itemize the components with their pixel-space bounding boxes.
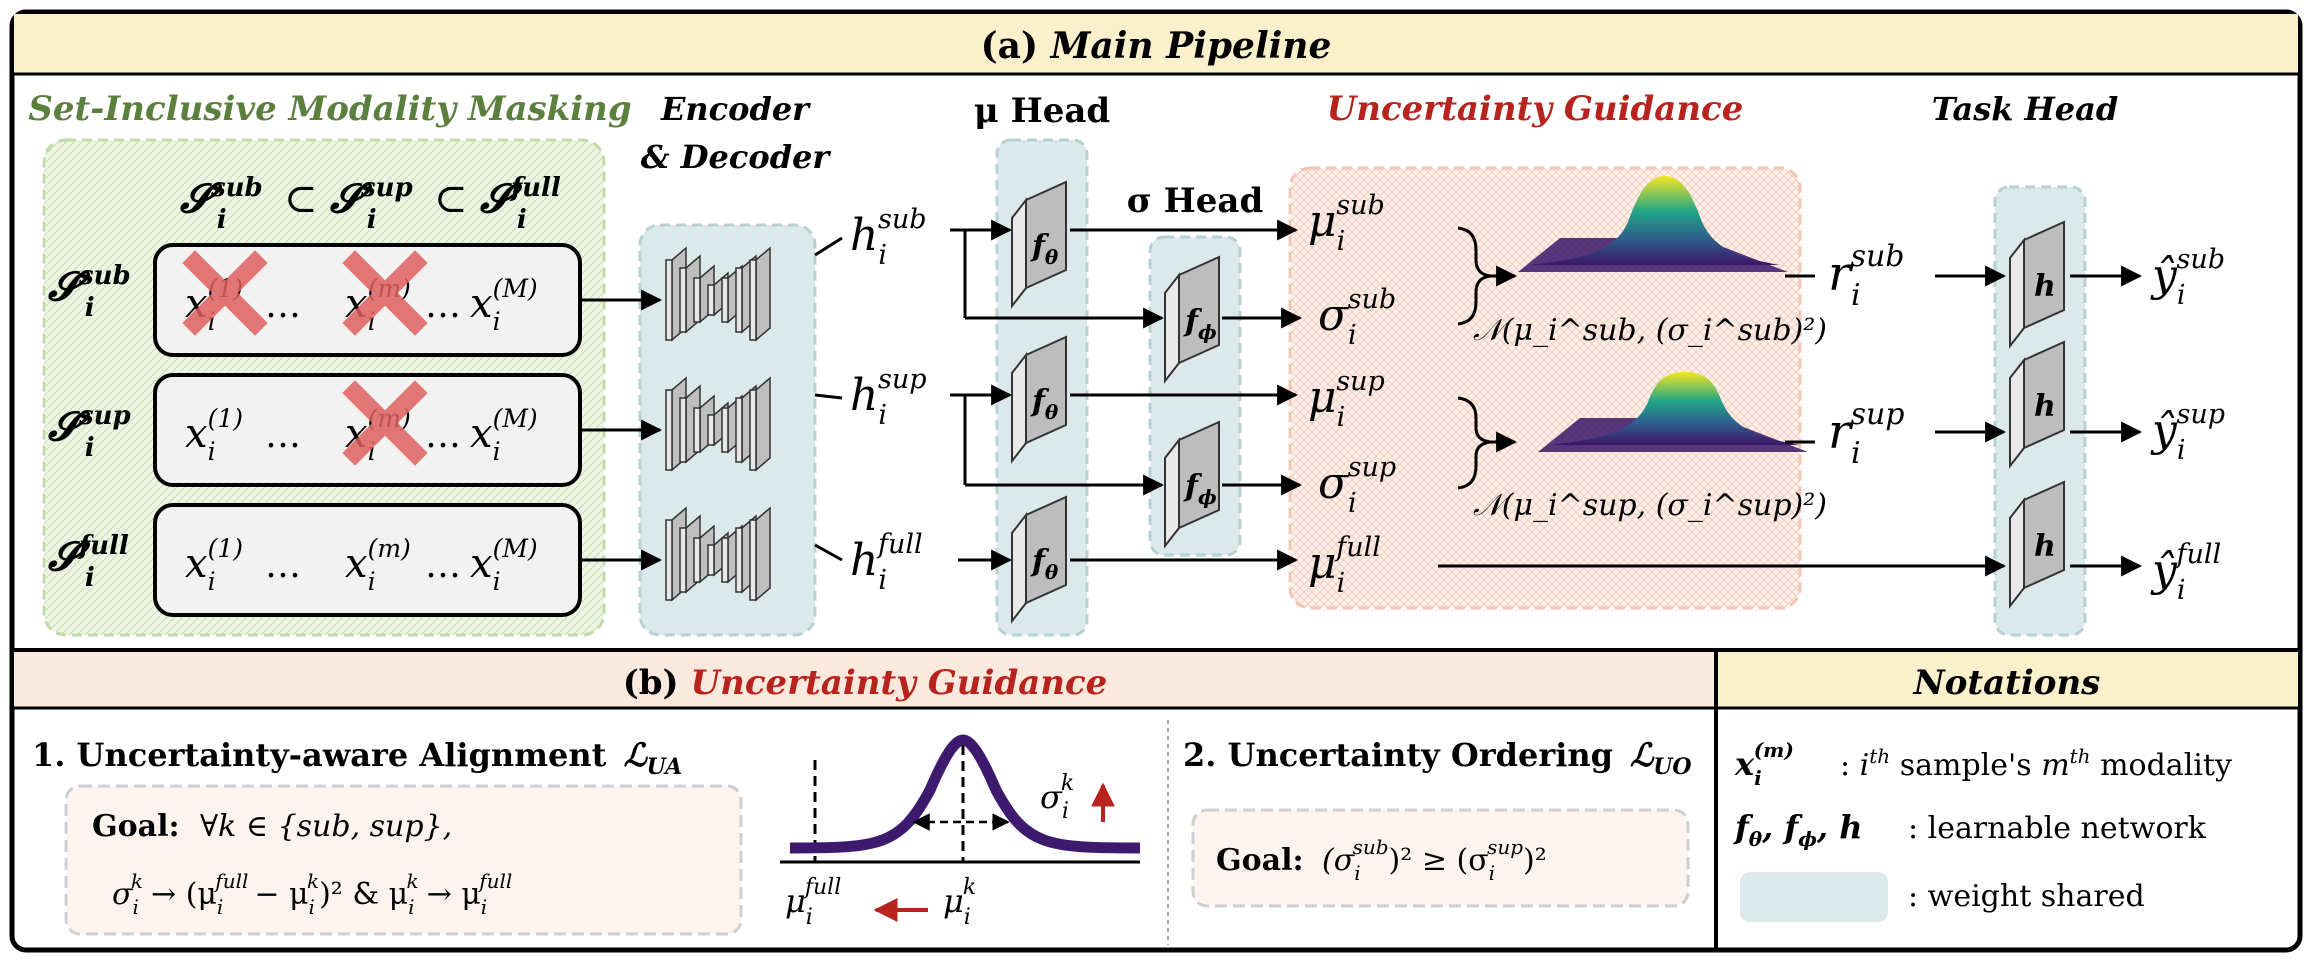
modality-item: xi(1) (185, 404, 243, 466)
sigma-head-block: fϕ (1164, 255, 1220, 384)
gauss-sub-label: 𝒩(μ_i^sub, (σ_i^sub)²) (1473, 313, 1827, 348)
panel-a-title: Main Pipeline (1049, 25, 1332, 67)
notation-text-f: : learnable network (1908, 811, 2207, 846)
mask-cross-icon (182, 250, 268, 336)
r-sup: risup (1828, 397, 1904, 471)
task-head-title: Task Head (1932, 90, 2119, 128)
alignment-goal-box (64, 784, 743, 936)
mu-sub: μisub (1308, 190, 1385, 257)
h-label: hifull (850, 529, 923, 596)
encoder-decoder-blocks (665, 246, 771, 602)
ordering-goal-box (1191, 808, 1690, 908)
ellipsis: … (265, 415, 301, 456)
ellipsis: … (425, 415, 461, 456)
svg-text:⊂: ⊂ (284, 176, 318, 222)
encoder-decoder-icon (665, 506, 771, 602)
notations-title: Notations (1913, 663, 2101, 703)
notations-header-bg (1718, 652, 2298, 708)
outer-frame (9, 9, 2303, 953)
encoder-title-2: & Decoder (641, 138, 832, 176)
notation-items: xi(m) : ith sample's mth modality fθ, fϕ… (1733, 738, 2232, 922)
alignment-goal-line1: ∀k ∈ {sub, sup}, (200, 809, 452, 844)
r-sub: risub (1828, 239, 1904, 313)
mu-sup: μisup (1308, 366, 1385, 433)
panel-a-header: (a) Main Pipeline (14, 14, 2298, 76)
panel-a-prefix: (a) (981, 25, 1038, 67)
gaussian-sub (1518, 176, 1788, 272)
mu-sigma-outputs: μisub σisub μisup σisup μifull (1308, 190, 1396, 599)
sigma-head-block: fϕ (1164, 420, 1220, 549)
modality-item: xi(M) (470, 274, 538, 336)
notation-symbol-f: fθ, fϕ, h (1733, 808, 1863, 851)
svg-text:h: h (2034, 269, 2056, 304)
h-label: hisub (850, 204, 927, 271)
panel-b-header-bg (14, 652, 1714, 708)
mu-full: μifull (1308, 532, 1381, 599)
alignment-goal-label: Goal: (92, 809, 180, 844)
ellipsis: … (425, 545, 461, 586)
panel-b-prefix: (b) (623, 663, 679, 703)
ellipsis: … (265, 285, 301, 326)
connectors (582, 219, 2143, 577)
notation-symbol-x: xi(m) (1734, 738, 1794, 790)
encoder-decoder-icon (665, 246, 771, 342)
weight-shared-swatch (1740, 872, 1888, 922)
mu-full-label: μifull (785, 875, 841, 930)
y-hat-sup: ŷisup (2150, 399, 2225, 466)
mu-head-title: μ Head (974, 91, 1110, 131)
ellipsis: … (265, 545, 301, 586)
notation-text-x: : ith sample's mth modality (1840, 744, 2232, 783)
mu-head-block: fθ (1011, 335, 1067, 464)
modality-item: xi(M) (470, 404, 538, 466)
panel-b-header: (b) Uncertainty Guidance (623, 663, 1108, 703)
ellipsis: … (425, 285, 461, 326)
mu-head-block: fθ (1011, 495, 1067, 624)
svg-text:⊂: ⊂ (434, 176, 468, 222)
modality-box (153, 503, 582, 617)
panel-b-title: Uncertainty Guidance (690, 663, 1107, 703)
encoder-decoder-icon (665, 376, 771, 472)
mask-cross-icon (342, 250, 428, 336)
notation-text-w: : weight shared (1908, 879, 2145, 914)
task-head-block: h (2009, 340, 2065, 469)
gaussian-sup (1538, 372, 1808, 452)
ordering-goal-label: Goal: (1216, 843, 1304, 878)
sigma-sub: σisub (1318, 284, 1396, 351)
alignment-illustration: σik μifull μik (780, 734, 1141, 930)
task-head-block: h (2009, 480, 2065, 609)
h-labels: hisub hisup hifull (850, 204, 927, 596)
svg-text:h: h (2034, 389, 2056, 424)
modality-item: xi(1) (185, 534, 243, 596)
masking-title: Set-Inclusive Modality Masking (28, 89, 631, 129)
sigma-sup: σisup (1318, 452, 1396, 519)
mask-cross-icon (342, 380, 428, 466)
svg-text:h: h (2034, 529, 2056, 564)
modality-item: xi(M) (470, 534, 538, 596)
svg-text:(a) Main Pipeline: (a) Main Pipeline (981, 25, 1332, 67)
h-label: hisup (850, 364, 927, 431)
y-hat-sub: ŷisub (2150, 244, 2225, 311)
task-head-block: h (2009, 220, 2065, 349)
ordering-title: 2. Uncertainty Ordering ℒUO (1183, 736, 1692, 780)
task-head-blocks: risub risup h h h ŷisub ŷisup ŷifull (1828, 220, 2225, 609)
y-hat-full: ŷifull (2150, 539, 2221, 606)
sigma-head-title: σ Head (1127, 181, 1263, 221)
modality-rows: xi(1)…xi(m)…xi(M)xi(1)…xi(m)…xi(M)xi(1)…… (153, 243, 582, 617)
gauss-sup-label: 𝒩(μ_i^sup, (σ_i^sup)²) (1473, 488, 1827, 523)
modality-item: xi(m) (345, 534, 411, 596)
uncertainty-title: Uncertainty Guidance (1327, 89, 1744, 129)
encoder-title-1: Encoder (660, 90, 811, 128)
mu-k-label: μik (943, 875, 976, 930)
alignment-title: 1. Uncertainty-aware Alignment ℒUA (32, 736, 682, 780)
sigma-k-label: σik (1040, 771, 1074, 824)
mu-head-block: fθ (1011, 180, 1067, 309)
